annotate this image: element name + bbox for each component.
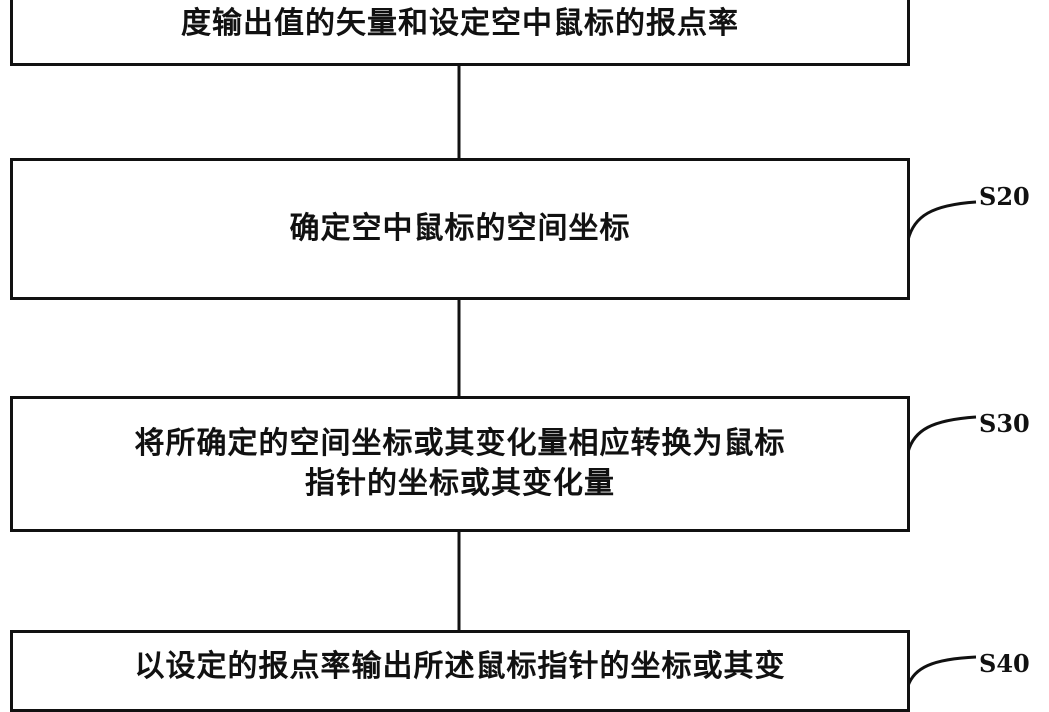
step-label-s30: S30: [979, 409, 1030, 438]
callout-line-s20: [906, 200, 977, 241]
process-box-step-s20: 确定空中鼠标的空间坐标: [10, 158, 910, 300]
callout-line-s30: [906, 415, 977, 453]
step-label-s20: S20: [979, 182, 1030, 211]
step-label-s40: S40: [979, 649, 1030, 678]
process-box-step-s40: 以设定的报点率输出所述鼠标指针的坐标或其变: [10, 630, 910, 712]
process-box-text: 以设定的报点率输出所述鼠标指针的坐标或其变: [134, 649, 786, 684]
callout-line-s40: [906, 655, 977, 687]
process-box-step-1: 度输出值的矢量和设定空中鼠标的报点率: [10, 0, 910, 66]
process-box-text: 将所确定的空间坐标或其变化量相应转换为鼠标 指针的坐标或其变化量: [134, 425, 786, 502]
process-box-text: 确定空中鼠标的空间坐标: [289, 210, 631, 246]
process-box-step-s30: 将所确定的空间坐标或其变化量相应转换为鼠标 指针的坐标或其变化量: [10, 396, 910, 532]
process-box-text: 度输出值的矢量和设定空中鼠标的报点率: [181, 5, 739, 41]
